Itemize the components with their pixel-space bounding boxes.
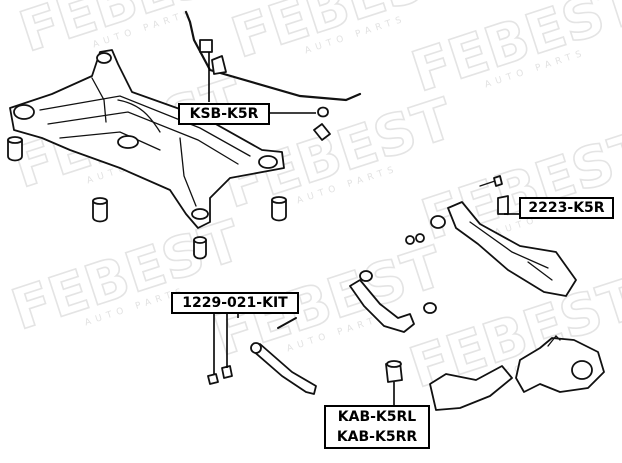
subframe-mount-bushings-drawing	[7, 136, 287, 260]
label-arm-bushing-right: KAB-K5RR	[324, 427, 430, 449]
label-arm-bolt: 2223-K5R	[519, 197, 614, 219]
rear-subframe-drawing	[9, 49, 285, 229]
arm-bushing-drawing	[385, 360, 403, 383]
knuckle-lower-arm-drawing	[429, 335, 605, 411]
label-bushing-kit: 1229-021-KIT	[171, 292, 299, 314]
label-stabilizer-bushing: KSB-K5R	[178, 103, 270, 125]
bushing-kit-drawing	[207, 317, 297, 385]
leader-lines	[208, 52, 520, 406]
trailing-arm-drawing	[349, 270, 437, 333]
stabilizer-bar-drawing	[184, 10, 362, 141]
lower-link-drawing	[250, 342, 317, 395]
upper-control-arm-drawing	[405, 175, 577, 297]
label-arm-bushing-left: KAB-K5RL	[324, 405, 430, 427]
